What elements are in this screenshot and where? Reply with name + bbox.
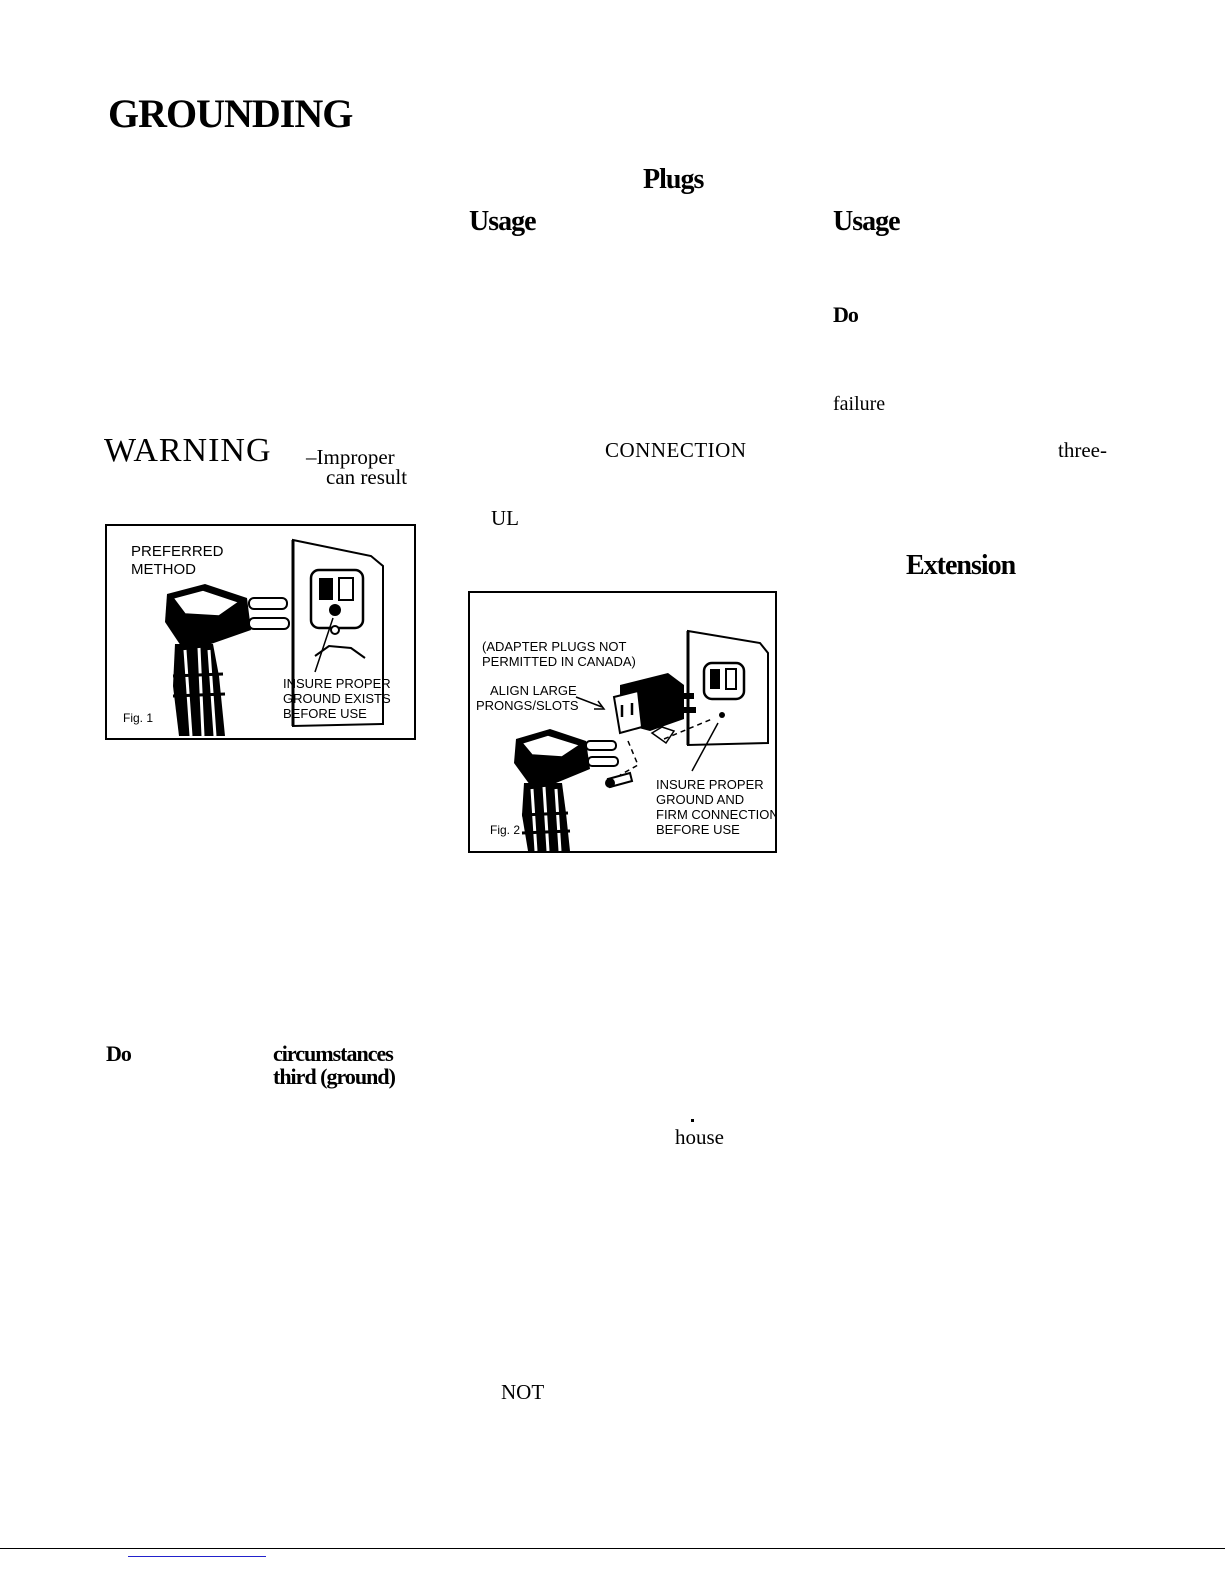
footer-rule <box>0 1548 1225 1549</box>
text-do-right: Do <box>833 302 859 327</box>
house-mark <box>691 1119 694 1122</box>
fig1-method-line-2: METHOD <box>131 561 196 578</box>
fig2-align-line-2: PRONGS/SLOTS <box>476 698 579 713</box>
warning-label: WARNING <box>104 432 272 469</box>
fig2-note-line-4: BEFORE USE <box>656 822 740 837</box>
text-house: house <box>675 1125 724 1149</box>
fig2-note-line-1: INSURE PROPER <box>656 777 764 792</box>
fig2-illustration: (ADAPTER PLUGS NOT PERMITTED IN CANADA) … <box>476 629 775 851</box>
text-connection: CONNECTION <box>605 438 747 462</box>
text-improper: –Improper <box>306 445 395 469</box>
fig1-note-line-3: BEFORE USE <box>283 706 367 721</box>
page-title: GROUNDING <box>108 91 353 136</box>
fig2-note-line-3: FIRM CONNECTION <box>656 807 775 822</box>
fig2-note-line-2: GROUND AND <box>656 792 744 807</box>
fig2-canada-line-2: PERMITTED IN CANADA) <box>482 654 636 669</box>
text-not: NOT <box>501 1380 545 1404</box>
heading-plugs: Plugs <box>643 164 704 195</box>
text-can-result: can result <box>326 465 408 489</box>
footer-link-underline <box>128 1556 266 1557</box>
fig2-caption: Fig. 2 <box>490 823 520 837</box>
heading-usage-right: Usage <box>833 206 901 237</box>
text-third-ground: third (ground) <box>273 1064 396 1089</box>
fig1-note-line-2: GROUND EXISTS <box>283 691 391 706</box>
fig2-align-line-1: ALIGN LARGE <box>490 683 577 698</box>
text-circumstances: circumstances <box>273 1041 394 1066</box>
text-failure: failure <box>833 393 886 415</box>
text-do-left: Do <box>106 1041 132 1066</box>
text-three: three- <box>1058 438 1107 462</box>
figure-1: PREFERRED METHOD INSURE PROPER GROUND EX… <box>105 524 416 740</box>
heading-extension: Extension <box>906 550 1016 581</box>
fig1-note-line-1: INSURE PROPER <box>283 676 391 691</box>
fig2-canada-line-1: (ADAPTER PLUGS NOT <box>482 639 627 654</box>
fig1-method-line-1: PREFERRED <box>131 543 224 560</box>
figure-2: (ADAPTER PLUGS NOT PERMITTED IN CANADA) … <box>468 591 777 853</box>
heading-usage-left: Usage <box>469 206 537 237</box>
text-ul: UL <box>491 506 519 530</box>
fig1-caption: Fig. 1 <box>123 711 153 725</box>
fig1-illustration: PREFERRED METHOD INSURE PROPER GROUND EX… <box>123 538 391 737</box>
